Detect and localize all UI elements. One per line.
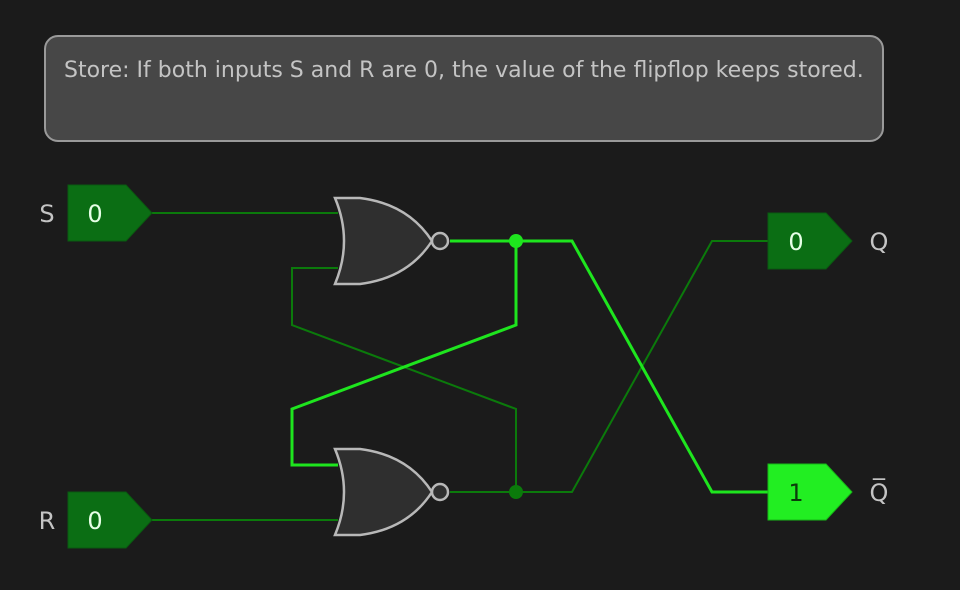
- input-s-value: 0: [87, 200, 102, 228]
- output-qbar-pin: [767, 463, 853, 521]
- nor-gate-bottom: [333, 447, 450, 537]
- output-q-label: Q: [870, 228, 889, 256]
- output-qbar: 1: [767, 463, 853, 521]
- tooltip-text: Store: If both inputs S and R are 0, the…: [64, 58, 864, 83]
- output-q-value: 0: [788, 228, 803, 256]
- input-s[interactable]: 0: [67, 184, 153, 242]
- wire-bottom-output-feedback: [291, 267, 517, 492]
- input-r-label: R: [39, 507, 56, 535]
- output-qbar-label: Q̅: [870, 478, 889, 507]
- junction-bottom: [509, 485, 523, 499]
- wire-bottom-output-main: [450, 240, 770, 493]
- output-q-pin: [767, 212, 853, 270]
- input-s-pin[interactable]: [67, 184, 153, 242]
- input-r[interactable]: 0: [67, 491, 153, 549]
- output-q: 0: [767, 212, 853, 270]
- wire-top-output-main: [450, 239, 770, 494]
- output-qbar-value: 1: [788, 479, 803, 507]
- tooltip-box: Store: If both inputs S and R are 0, the…: [44, 35, 884, 142]
- input-r-pin[interactable]: [67, 491, 153, 549]
- junction-top: [509, 234, 523, 248]
- input-r-value: 0: [87, 507, 102, 535]
- inverter-bubble-top: [430, 231, 450, 251]
- inverter-bubble-bottom: [430, 482, 450, 502]
- input-s-label: S: [39, 200, 54, 228]
- wire-top-output-feedback: [290, 241, 518, 467]
- nor-gate-top: [333, 196, 450, 286]
